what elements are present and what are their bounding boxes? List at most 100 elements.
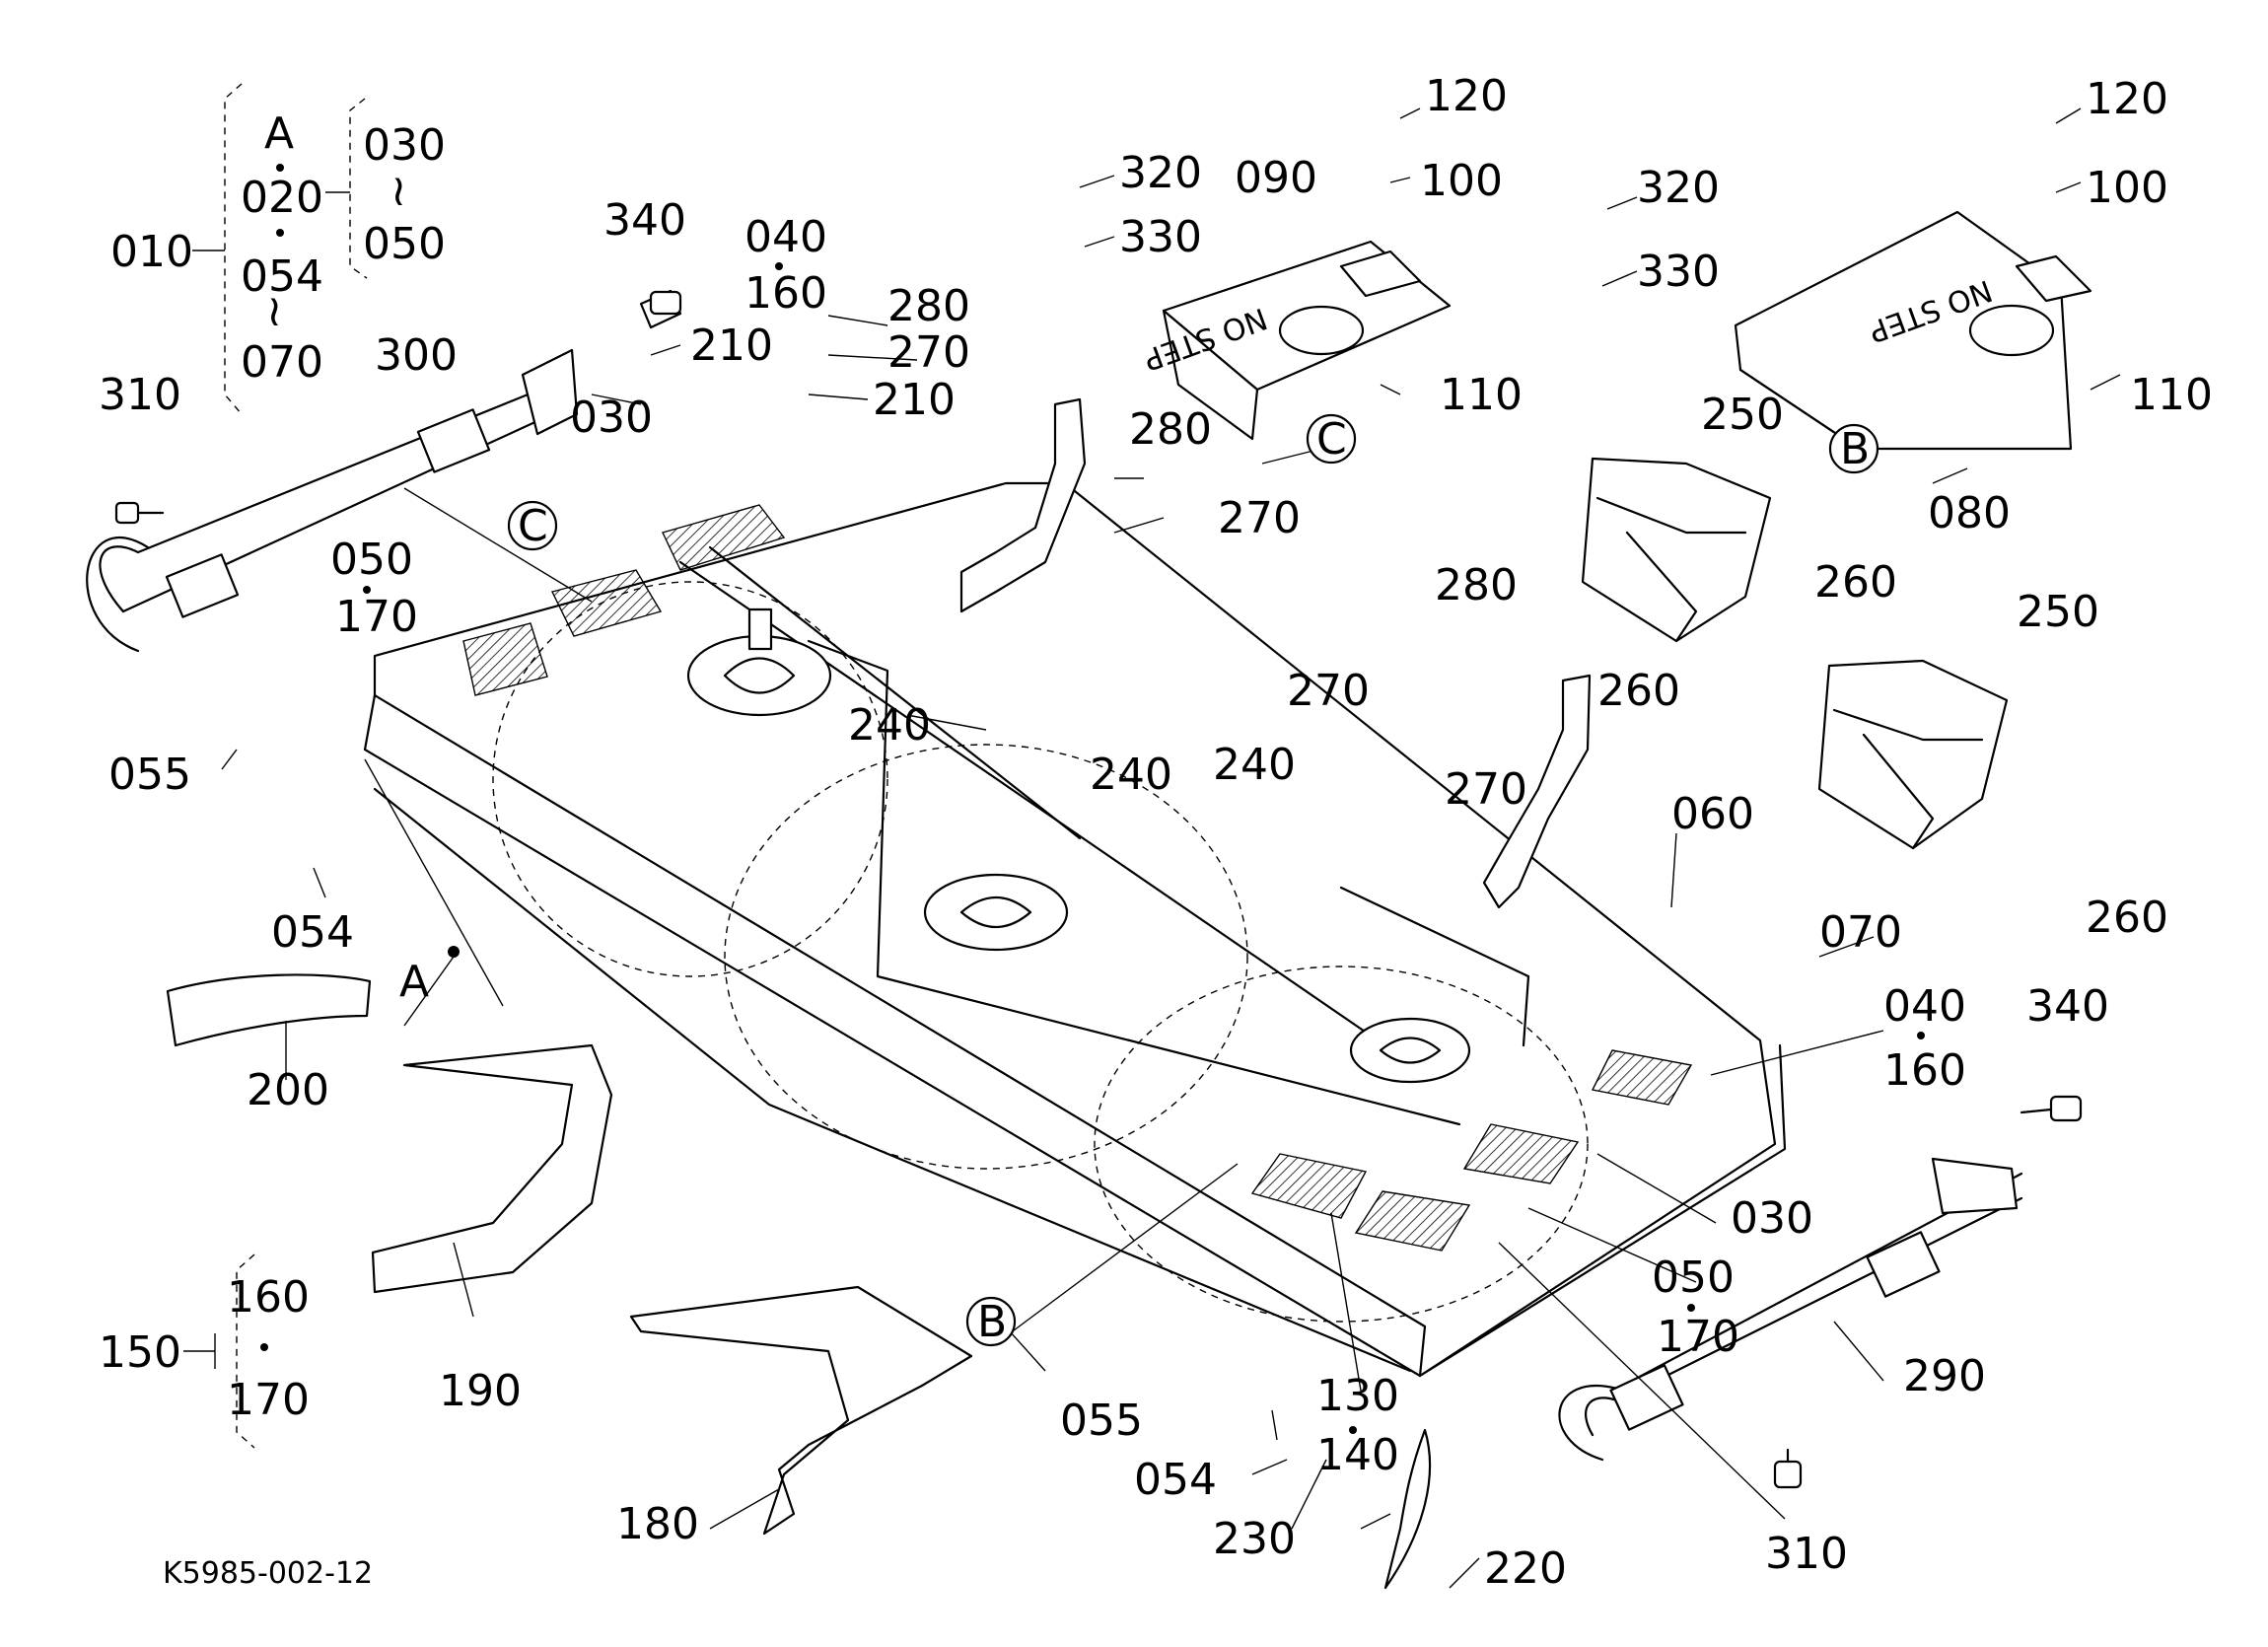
plate-040-right xyxy=(1591,1049,1693,1106)
callout-054-right: 054 xyxy=(1134,1455,1217,1505)
plate-050-right xyxy=(1354,1190,1471,1252)
plate-050-left xyxy=(462,622,548,696)
plate-040-left xyxy=(662,504,786,571)
callout-140: 140 xyxy=(1316,1430,1399,1480)
callout-220: 220 xyxy=(1484,1543,1567,1594)
legend-150: 150 160 170 xyxy=(99,1253,310,1449)
leader-lines xyxy=(221,107,2121,1589)
callout-240-c: 240 xyxy=(1213,740,1296,790)
callout-054-left: 054 xyxy=(271,907,354,958)
callout-030-right: 030 xyxy=(1731,1193,1813,1244)
callout-160-right: 160 xyxy=(1883,1045,1966,1096)
ref-point-a: A xyxy=(399,946,460,1007)
callout-280-left: 280 xyxy=(887,281,970,331)
callout-190: 190 xyxy=(439,1366,522,1416)
callout-320-left: 320 xyxy=(1119,148,1202,198)
ref-circle-c-right: C xyxy=(1306,413,1357,465)
legend-item-070: 070 xyxy=(241,337,323,388)
callout-100-left: 100 xyxy=(1420,156,1503,206)
callout-280-right: 280 xyxy=(1435,560,1518,610)
callout-060: 060 xyxy=(1671,789,1754,839)
callout-050-right: 050 xyxy=(1652,1253,1735,1303)
callout-240-b: 240 xyxy=(1090,750,1172,800)
plate-130 xyxy=(1250,1153,1368,1219)
part-callouts: 120 100 090 110 120 100 110 080 250 250 … xyxy=(99,71,2213,1594)
callout-100-right: 100 xyxy=(2086,163,2168,213)
svg-text:B: B xyxy=(977,1297,1007,1347)
callout-240-a: 240 xyxy=(848,700,931,751)
callout-300: 300 xyxy=(375,330,458,381)
callout-270-mid: 270 xyxy=(1218,493,1301,543)
bumper-right xyxy=(1558,1095,2083,1489)
callout-200: 200 xyxy=(247,1065,329,1115)
spindle-left xyxy=(686,608,832,717)
callout-250-lower: 250 xyxy=(2017,587,2099,637)
legend-sub-030: 030 xyxy=(363,120,446,171)
svg-text:≀: ≀ xyxy=(266,286,283,336)
svg-text:B: B xyxy=(1840,424,1870,474)
callout-160-left: 160 xyxy=(744,268,827,319)
svg-text:C: C xyxy=(518,501,548,551)
callout-070: 070 xyxy=(1819,907,1902,958)
legend-root-150: 150 xyxy=(99,1327,181,1378)
callout-040-left: 040 xyxy=(744,212,827,262)
diagram-id: K5985-002-12 xyxy=(163,1556,373,1591)
legend-root-010: 010 xyxy=(110,227,193,277)
callout-110-left: 110 xyxy=(1440,370,1523,420)
spindle-center xyxy=(923,873,1069,952)
plate-030-left xyxy=(550,569,663,637)
bumper-left xyxy=(86,289,682,653)
svg-text:A: A xyxy=(399,957,429,1007)
callout-120-left: 120 xyxy=(1425,71,1508,121)
callout-330-left: 330 xyxy=(1119,212,1202,262)
callout-340-right: 340 xyxy=(2026,981,2109,1032)
callout-310-left: 310 xyxy=(99,370,181,420)
callout-230: 230 xyxy=(1213,1514,1296,1564)
legend-item-160: 160 xyxy=(227,1272,310,1323)
callout-170-right: 170 xyxy=(1657,1312,1739,1362)
deflector-180 xyxy=(629,1285,973,1536)
belt-cover-080: NO STEP xyxy=(1734,210,2092,451)
svg-text:C: C xyxy=(1316,414,1347,465)
mower-deck xyxy=(363,481,1787,1378)
callout-180: 180 xyxy=(616,1499,699,1549)
callout-260-c: 260 xyxy=(2086,893,2168,943)
callout-270-left: 270 xyxy=(887,327,970,378)
callout-250-upper: 250 xyxy=(1701,390,1784,440)
callout-210-b: 210 xyxy=(873,375,956,425)
callout-055-left: 055 xyxy=(108,750,191,800)
ref-circle-c-left: C xyxy=(507,500,558,551)
callout-050-left: 050 xyxy=(330,535,413,585)
ref-circle-b-right: B xyxy=(1828,423,1879,474)
guard-250-lower xyxy=(1817,659,2009,850)
callout-260-a: 260 xyxy=(1814,557,1897,608)
callout-290: 290 xyxy=(1903,1351,1986,1401)
arm-left xyxy=(959,397,1087,613)
callout-310-right: 310 xyxy=(1765,1529,1848,1579)
legend-010: 010 A 020 054 ≀ 070 030 ≀ 050 xyxy=(110,83,446,415)
spindle-right xyxy=(1349,1017,1471,1084)
callout-270-right-a: 270 xyxy=(1287,666,1370,716)
callout-110-right: 110 xyxy=(2130,370,2213,420)
guard-250-upper xyxy=(1581,457,1772,643)
plate-030-right xyxy=(1462,1123,1580,1184)
legend-item-a: A xyxy=(264,108,294,159)
callout-040-right: 040 xyxy=(1883,981,1966,1032)
deflector-200 xyxy=(166,973,372,1047)
callout-170-left: 170 xyxy=(335,592,418,642)
callout-055-right: 055 xyxy=(1060,1396,1143,1446)
legend-item-170: 170 xyxy=(227,1375,310,1425)
legend-item-020: 020 xyxy=(241,173,323,223)
callout-030-left: 030 xyxy=(570,393,653,443)
deflector-220 xyxy=(1383,1428,1432,1590)
callout-270-right-b: 270 xyxy=(1445,764,1527,815)
callout-120-right: 120 xyxy=(2086,74,2168,124)
callout-080: 080 xyxy=(1928,488,2011,538)
callout-210-a: 210 xyxy=(690,321,773,371)
ref-circle-b-lower: B xyxy=(965,1296,1017,1347)
callout-340-left: 340 xyxy=(603,195,686,246)
callout-130: 130 xyxy=(1316,1371,1399,1421)
callout-260-b: 260 xyxy=(1597,666,1680,716)
